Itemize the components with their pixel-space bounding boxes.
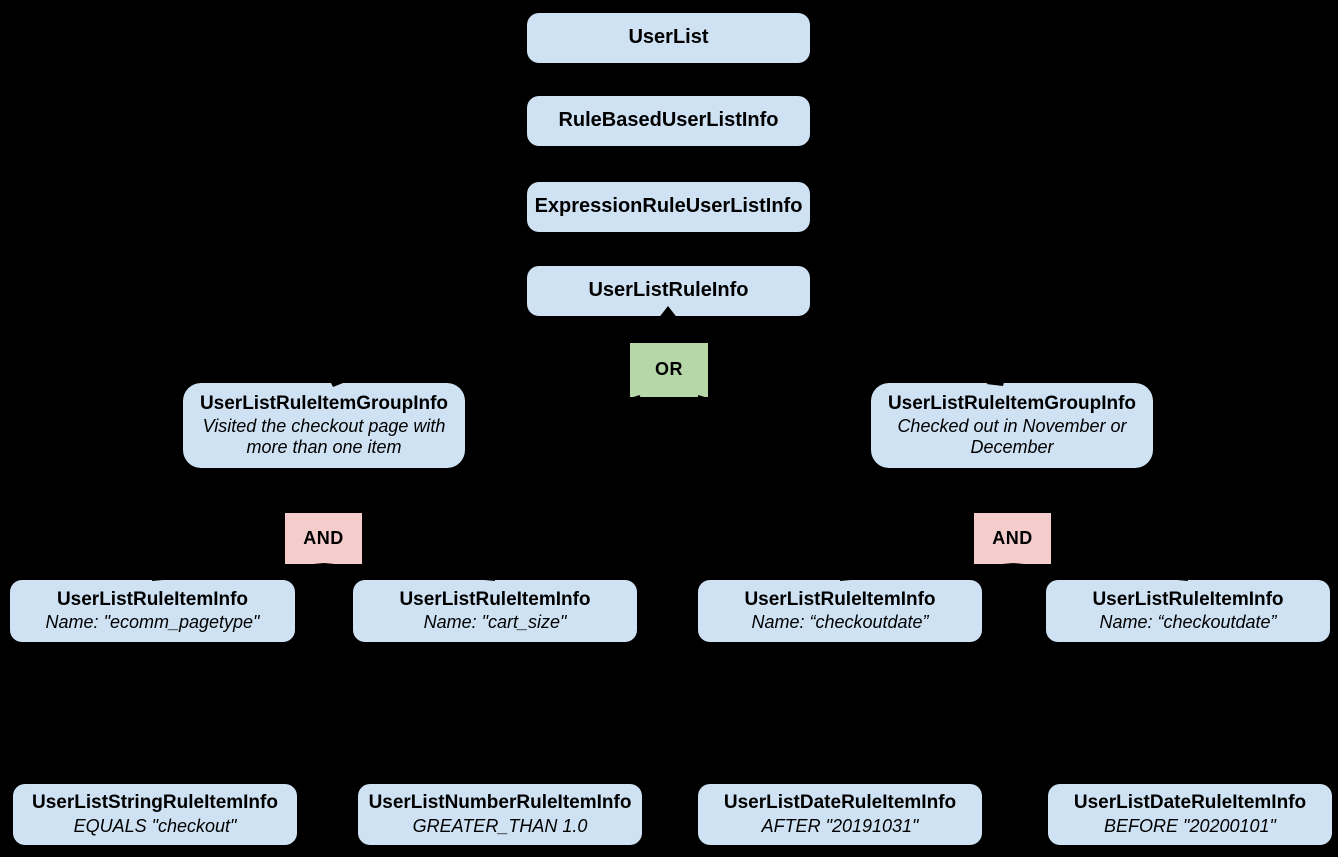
node-title: UserListDateRuleItemInfo — [723, 792, 957, 814]
node-title: UserListRuleItemGroupInfo — [199, 392, 449, 414]
node-rule-based-userlist-info: RuleBasedUserListInfo — [527, 96, 810, 146]
node-description: Name: “checkoutdate” — [1099, 612, 1277, 633]
node-description: Name: "ecomm_pagetype" — [45, 612, 260, 633]
node-rule-item-checkoutdate-1: UserListRuleItemInfo Name: “checkoutdate… — [698, 580, 982, 642]
node-rule-item-group-right: UserListRuleItemGroupInfo Checked out in… — [871, 383, 1153, 468]
and-operator-left: AND — [285, 513, 362, 564]
node-title: UserListRuleItemInfo — [1092, 588, 1284, 610]
node-title: UserList — [628, 26, 709, 49]
operator-label: AND — [303, 527, 344, 548]
node-title: UserListRuleItemInfo — [744, 588, 936, 610]
node-description: GREATER_THAN 1.0 — [412, 815, 588, 836]
node-title: UserListRuleItemInfo — [56, 588, 249, 610]
operator-label: OR — [655, 359, 683, 380]
node-title: UserListRuleInfo — [588, 279, 749, 302]
node-string-rule-item-info: UserListStringRuleItemInfo EQUALS "check… — [13, 784, 297, 845]
node-userlist-rule-info: UserListRuleInfo — [527, 266, 810, 316]
node-title: RuleBasedUserListInfo — [558, 109, 779, 132]
node-rule-item-checkoutdate-2: UserListRuleItemInfo Name: “checkoutdate… — [1046, 580, 1330, 642]
operator-label: AND — [992, 527, 1033, 548]
node-date-rule-item-info-after: UserListDateRuleItemInfo AFTER "20191031… — [698, 784, 982, 845]
node-rule-item-group-left: UserListRuleItemGroupInfo Visited the ch… — [183, 383, 465, 468]
node-rule-item-cart-size: UserListRuleItemInfo Name: "cart_size" — [353, 580, 637, 642]
node-description: BEFORE "20200101" — [1104, 815, 1276, 836]
node-expression-rule-userlist-info: ExpressionRuleUserListInfo — [527, 182, 810, 232]
node-description: Name: "cart_size" — [423, 612, 567, 633]
node-title: UserListNumberRuleItemInfo — [368, 792, 632, 814]
node-title: UserListRuleItemInfo — [399, 588, 591, 610]
node-title: UserListRuleItemGroupInfo — [887, 392, 1137, 414]
node-title: UserListDateRuleItemInfo — [1073, 792, 1307, 814]
or-operator: OR — [630, 343, 708, 397]
node-title: UserListStringRuleItemInfo — [32, 792, 278, 814]
node-date-rule-item-info-before: UserListDateRuleItemInfo BEFORE "2020010… — [1048, 784, 1332, 845]
node-userlist: UserList — [527, 13, 810, 63]
node-title: ExpressionRuleUserListInfo — [534, 195, 803, 218]
node-description: Visited the checkout page with more than… — [202, 415, 446, 458]
node-number-rule-item-info: UserListNumberRuleItemInfo GREATER_THAN … — [358, 784, 642, 845]
node-description: Checked out in November or December — [897, 415, 1127, 458]
node-description: AFTER "20191031" — [761, 815, 919, 836]
node-description: EQUALS "checkout" — [73, 815, 237, 836]
node-rule-item-ecomm-pagetype: UserListRuleItemInfo Name: "ecomm_pagety… — [10, 580, 295, 642]
node-description: Name: “checkoutdate” — [751, 612, 929, 633]
and-operator-right: AND — [974, 513, 1051, 564]
